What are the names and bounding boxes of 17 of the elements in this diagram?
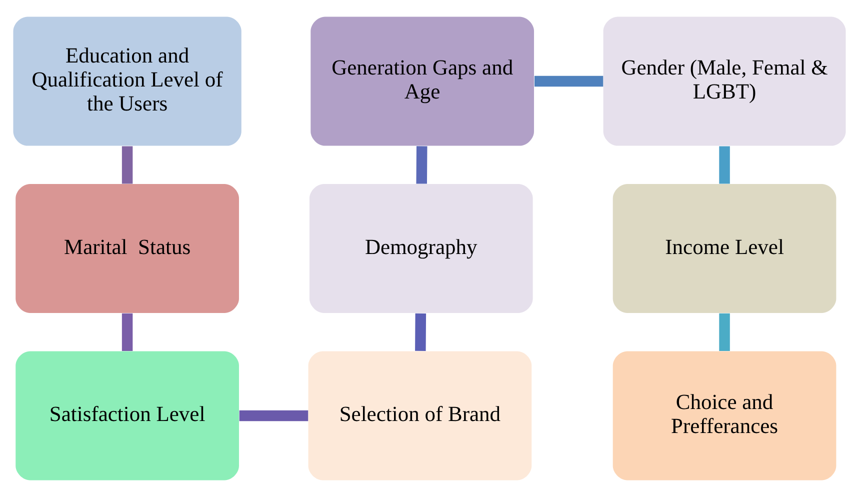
connector: [719, 146, 730, 184]
connector: [122, 146, 133, 184]
connector: [239, 410, 308, 421]
node-box: Gender (Male, Femal & LGBT): [603, 16, 846, 146]
node-box: Generation Gaps and Age: [310, 16, 534, 146]
node-box: Education and Qualification Level of the Users: [13, 16, 242, 146]
node-box: Income Level: [612, 184, 836, 312]
connector: [122, 312, 133, 350]
node-box: Marital Status: [16, 184, 239, 312]
node-box: Satisfaction Level: [16, 350, 239, 480]
node-box: Demography: [309, 184, 533, 312]
node-box: Choice and Prefferances: [612, 350, 836, 480]
connector: [415, 312, 426, 350]
connector: [416, 146, 428, 184]
connector: [719, 312, 730, 350]
node-box: Selection of Brand: [308, 350, 532, 480]
connector: [534, 75, 604, 86]
